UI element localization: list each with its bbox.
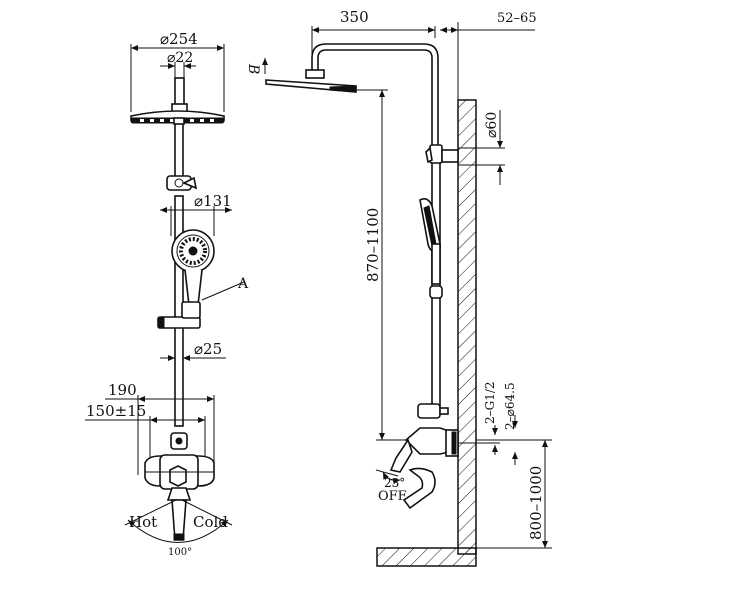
dim-thread-label: 2–G1/2 xyxy=(483,381,497,424)
mixer-body-side xyxy=(389,403,500,510)
dimension-bracket-diameter: ⌀60 xyxy=(484,110,503,185)
dim-escutcheon-label: 2–⌀64.5 xyxy=(503,382,517,430)
dim-mixer-width-label: 190 xyxy=(108,381,137,399)
dimension-arm-diameter: ⌀22 xyxy=(160,50,196,80)
front-view: ⌀254 ⌀22 xyxy=(85,30,249,558)
overhead-shower-side xyxy=(265,43,439,149)
dim-head-diameter-label: ⌀254 xyxy=(160,30,198,48)
dim-handshower-diameter-label: ⌀131 xyxy=(194,192,232,210)
dim-wall-gap-label: 52–65 xyxy=(497,11,537,26)
dimension-wall-gap: 52–65 xyxy=(440,11,537,33)
dim-bracket-diameter-label: ⌀60 xyxy=(484,112,500,138)
overhead-shower-front xyxy=(130,77,225,124)
rotation-indicator: Hot Cold 100° xyxy=(124,499,233,558)
dim-riser-diameter-label: ⌀25 xyxy=(194,340,222,358)
dim-floor-height-label: 800–1000 xyxy=(527,466,545,540)
mixer-body-front xyxy=(144,432,215,501)
label-hot: Hot xyxy=(129,513,157,531)
hand-shower-side xyxy=(419,198,443,299)
dim-height-range-label: 870–1100 xyxy=(364,208,382,282)
dimension-thread: 2–G1/2 xyxy=(483,381,498,455)
slide-holder-front xyxy=(157,301,201,329)
dimension-handshower-diameter: ⌀131 xyxy=(160,192,232,236)
side-view: 350 52–65 B 870–1100 xyxy=(245,8,552,567)
dim-arm-reach-label: 350 xyxy=(340,8,369,26)
bath-spout-front xyxy=(171,499,187,541)
label-angle: 23° xyxy=(384,476,405,490)
wall-section xyxy=(376,22,477,567)
wall-bracket-front xyxy=(166,175,198,191)
dimension-height-range: 870–1100 xyxy=(356,89,420,441)
dim-arm-diameter-label: ⌀22 xyxy=(167,50,193,66)
dimension-head-diameter: ⌀254 xyxy=(130,30,225,112)
label-rotation: 100° xyxy=(168,547,192,558)
dim-inlet-spacing-label: 150±15 xyxy=(86,402,146,420)
label-cold: Cold xyxy=(193,513,228,531)
riser-pipe-front xyxy=(173,117,185,427)
dimension-arm-reach: 350 xyxy=(311,8,436,62)
label-b: B xyxy=(245,63,261,74)
label-b-marker: B xyxy=(245,58,268,74)
label-off: OFF xyxy=(378,489,407,504)
dimension-floor-height: 800–1000 xyxy=(476,439,552,549)
hand-shower-front: A xyxy=(171,229,249,306)
dimension-escutcheon: 2–⌀64.5 xyxy=(503,382,518,465)
label-handshower: A xyxy=(237,276,249,292)
handle-angle-indicator: 23° OFF xyxy=(375,469,407,504)
dimension-riser-diameter: ⌀25 xyxy=(160,340,226,361)
